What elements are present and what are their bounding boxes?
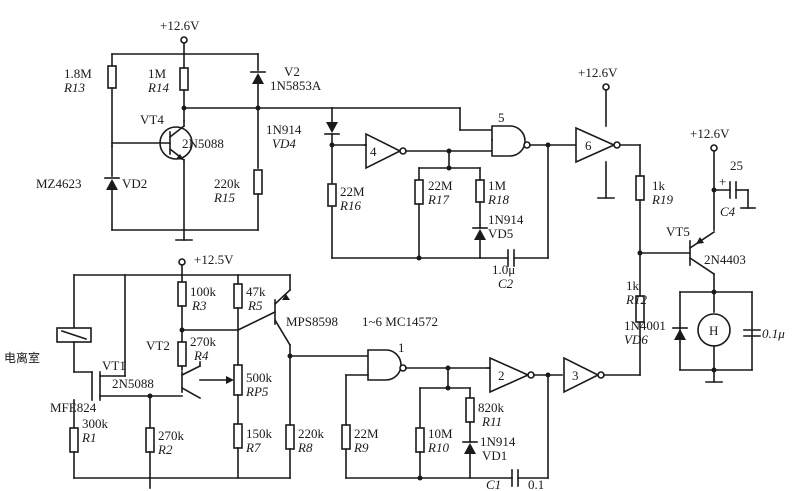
vt5-ref: VT5 [666, 224, 690, 239]
c2-value: 1.0μ [492, 262, 515, 277]
r16-ref: R16 [339, 198, 361, 213]
rp5-value: 500k [246, 370, 273, 385]
gate-4-number: 4 [370, 144, 377, 159]
r14-ref: R14 [147, 80, 169, 95]
gate-4 [364, 132, 493, 170]
r17-value: 22M [428, 178, 453, 193]
gate-6 [575, 83, 691, 254]
vd4-ref: VD4 [272, 136, 296, 151]
r18-ref: R18 [487, 192, 509, 207]
r8-value: 220k [298, 426, 325, 441]
vt4-part: 2N5088 [182, 136, 224, 151]
r18-value: 1M [488, 178, 507, 193]
r10-value: 10M [428, 426, 453, 441]
r11-ref: R11 [481, 414, 502, 429]
r2-ref: R2 [157, 442, 173, 457]
r2-value: 270k [158, 428, 185, 443]
gate1-feedback [415, 367, 549, 487]
vd5-part: 1N914 [488, 212, 524, 227]
vd4-part: 1N914 [266, 122, 302, 137]
v2-ref: V2 [284, 64, 300, 79]
c2-ref: C2 [498, 276, 514, 291]
r4-ref: R4 [193, 348, 209, 363]
gate-1-number: 1 [398, 340, 405, 355]
vd5-ref: VD5 [488, 226, 513, 241]
supply-vt5-label: +12.6V [690, 126, 730, 141]
r5-value: 47k [246, 284, 266, 299]
vt2-part: 2N5088 [112, 376, 154, 391]
vd6-part: 1N4001 [624, 318, 666, 333]
r13-value: 1.8M [64, 66, 92, 81]
r5-ref: R5 [247, 298, 263, 313]
r19-value: 1k [652, 178, 666, 193]
vt4-ref: VT4 [140, 112, 164, 127]
r7-value: 150k [246, 426, 273, 441]
r17-ref: R17 [427, 192, 449, 207]
r12-value: 1k [626, 278, 640, 293]
sensor-label: 电离室 [4, 350, 40, 365]
r15-ref: R15 [213, 190, 235, 205]
output-stage [672, 144, 761, 383]
gate-2-3 [487, 250, 645, 394]
r10-ref: R10 [427, 440, 449, 455]
c1-ref: C1 [486, 477, 501, 491]
lower-section-wiring [56, 258, 369, 489]
ic-note: 1~6 MC14572 [362, 314, 438, 329]
c4-value: 25 [730, 158, 743, 173]
vd1-part: 1N914 [480, 434, 516, 449]
vd2-part: MZ4623 [36, 176, 82, 191]
vt1-ref: VT1 [102, 358, 126, 373]
top-section-wiring [104, 36, 493, 261]
r16-value: 22M [340, 184, 365, 199]
r1-value: 300k [82, 416, 109, 431]
vd1-ref: VD1 [482, 448, 507, 463]
gate-3-number: 3 [572, 368, 579, 383]
r15-value: 220k [214, 176, 241, 191]
horn-cap-value: 0.1μ [762, 326, 785, 341]
supply-gate5-label: +12.6V [578, 65, 618, 80]
gate-6-number: 6 [585, 138, 592, 153]
c4-polarity: + [719, 174, 726, 189]
supply-top-label: +12.6V [160, 18, 200, 33]
r9-ref: R9 [353, 440, 369, 455]
gate4-feedback [414, 144, 549, 267]
r13-ref: R13 [63, 80, 85, 95]
r3-value: 100k [190, 284, 217, 299]
vt5-part: 2N4403 [704, 252, 746, 267]
r14-value: 1M [148, 66, 167, 81]
r1-ref: R1 [81, 430, 96, 445]
gate-1 [341, 349, 513, 479]
r11-value: 820k [478, 400, 505, 415]
vt2-ref: VT2 [146, 338, 170, 353]
vd2-ref: VD2 [122, 176, 147, 191]
gate-2-number: 2 [498, 368, 505, 383]
gate-5-number: 5 [498, 110, 505, 125]
v2-part: 1N5853A [270, 78, 322, 93]
r4-value: 270k [190, 334, 217, 349]
gate-5 [491, 125, 576, 157]
c4-ref: C4 [720, 204, 736, 219]
c1-value: 0.1 [528, 477, 544, 491]
horn-label: H [709, 323, 718, 338]
r9-value: 22M [354, 426, 379, 441]
r8-ref: R8 [297, 440, 313, 455]
vd6-ref: VD6 [624, 332, 648, 347]
vt1-part: MFE824 [50, 400, 97, 415]
r7-ref: R7 [245, 440, 261, 455]
supply-lower-label: +12.5V [194, 252, 234, 267]
vt3-part: MPS8598 [286, 314, 338, 329]
r12-ref: R12 [625, 292, 647, 307]
r19-ref: R19 [651, 192, 673, 207]
r3-ref: R3 [191, 298, 207, 313]
rp5-ref: RP5 [245, 384, 269, 399]
